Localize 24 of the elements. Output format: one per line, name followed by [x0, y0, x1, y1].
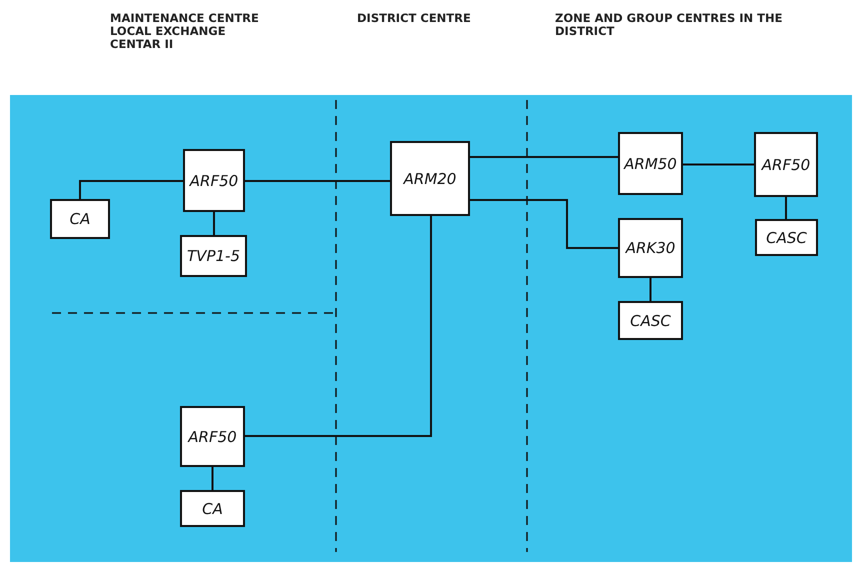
equipment-box: ARM20	[390, 141, 470, 216]
column-heading: ZONE AND GROUP CENTRES IN THE DISTRICT	[555, 12, 784, 38]
connector-line	[79, 180, 183, 199]
connector-line	[650, 278, 652, 301]
equipment-box: ARM50	[618, 132, 683, 195]
equipment-box: ARF50	[754, 132, 818, 197]
equipment-box: CASC	[755, 219, 818, 256]
column-heading: DISTRICT CENTRE	[357, 12, 472, 25]
connector-line	[213, 212, 215, 235]
equipment-box: CASC	[618, 301, 683, 340]
connector-line	[212, 467, 214, 490]
equipment-box: CA	[180, 490, 245, 527]
connector-line	[245, 216, 432, 437]
connector-line	[470, 199, 618, 249]
equipment-box: ARF50	[183, 149, 245, 212]
equipment-box: CA	[50, 199, 110, 239]
connector-line	[245, 180, 390, 182]
column-heading: MAINTENANCE CENTRE LOCAL EXCHANGE CENTAR II	[110, 12, 260, 51]
connector-line	[785, 197, 787, 219]
equipment-box: ARF50	[180, 406, 245, 467]
connector-line	[470, 156, 618, 158]
equipment-box: ARK30	[618, 218, 683, 278]
connector-line	[683, 164, 754, 166]
equipment-box: TVP1-5	[180, 235, 247, 277]
